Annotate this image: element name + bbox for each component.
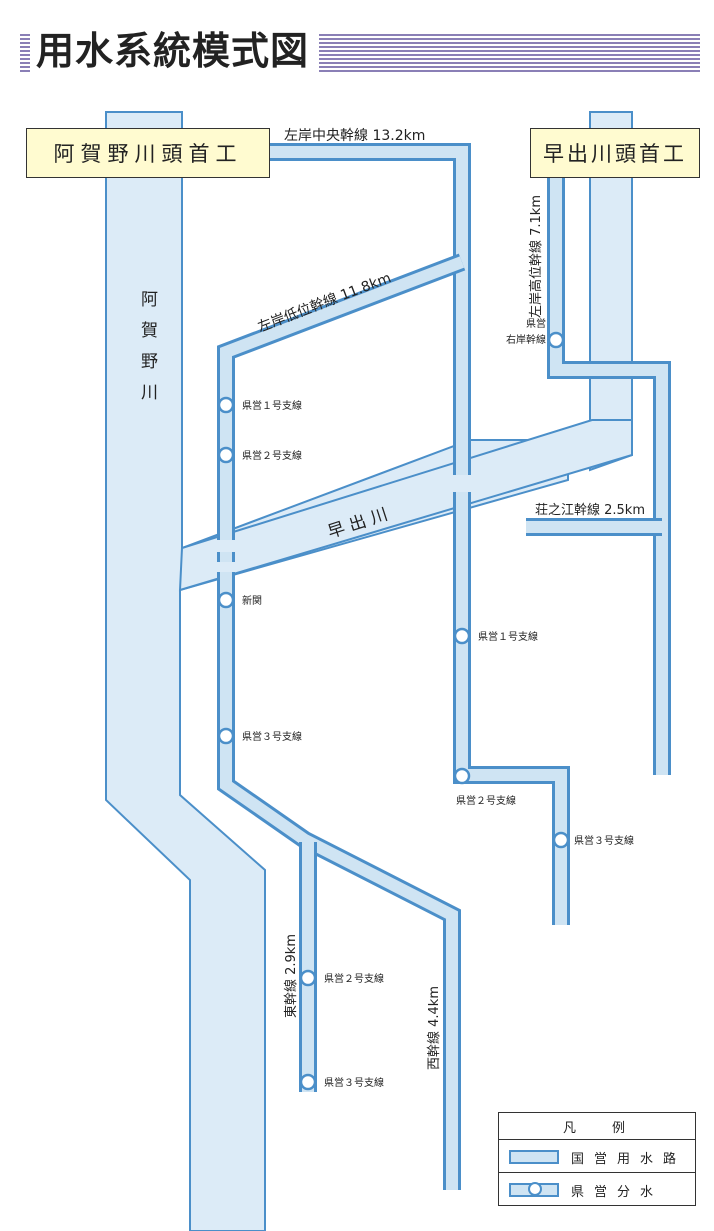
offtake-east-3-label: 県営３号支線 [324, 1076, 384, 1089]
offtake-marker-central-1 [453, 627, 471, 645]
agano-river-label: 阿賀野川 [137, 290, 158, 414]
offtake-migi-label: 県営右岸幹線 [506, 317, 546, 346]
legend-prefectural-label: 県営分水 [571, 1185, 664, 1200]
offtake-marker-migi [547, 331, 565, 349]
legend-row-national: 国営用水路 [499, 1140, 695, 1172]
hayade-river-band [178, 419, 633, 592]
offtake-low-3-label: 県営３号支線 [242, 730, 302, 743]
agano-river [105, 111, 569, 1231]
offtake-marker-low-2 [217, 446, 235, 464]
headworks-agano: 阿賀野川頭首工 [26, 128, 270, 178]
legend-national-label: 国営用水路 [571, 1152, 687, 1167]
canal-west-label: 西幹線 4.4km [426, 986, 442, 1070]
canal-shonoe-label: 荘之江幹線 2.5km [535, 502, 645, 518]
offtake-low-2-label: 県営２号支線 [242, 449, 302, 462]
national-canal-icon [509, 1150, 559, 1164]
offtake-central-1-label: 県営１号支線 [478, 630, 538, 643]
legend: 凡例 国営用水路 県営分水 [498, 1112, 696, 1206]
offtake-marker-central-3 [552, 831, 570, 849]
offtake-low-1-label: 県営１号支線 [242, 399, 302, 412]
legend-title: 凡例 [499, 1113, 695, 1140]
offtake-marker-low-1 [217, 396, 235, 414]
offtake-marker-central-2 [453, 767, 471, 785]
legend-row-prefectural: 県営分水 [499, 1172, 695, 1205]
headworks-hayade: 早出川頭首工 [530, 128, 700, 178]
offtake-central-3-label: 県営３号支線 [574, 834, 634, 847]
offtake-east-2-label: 県営２号支線 [324, 972, 384, 985]
page-title: 用水系統模式図 [30, 26, 320, 76]
offtake-marker-east-3 [299, 1073, 317, 1091]
hayade-river-upstream [589, 111, 633, 472]
offtake-marker-low-3 [217, 727, 235, 745]
offtake-marker-east-2 [299, 969, 317, 987]
offtake-central-2-label: 県営２号支線 [456, 794, 516, 807]
national-canals [217, 143, 671, 1190]
canal-left-central-label: 左岸中央幹線 13.2km [284, 127, 425, 144]
canal-left-high-label: 左岸高位幹線 7.1km [528, 195, 544, 318]
prefectural-offtake-icon [509, 1182, 559, 1197]
offtake-markers [217, 331, 570, 1091]
offtake-shinseki-label: 新関 [242, 594, 262, 607]
canal-east-label: 東幹線 2.9km [283, 934, 299, 1018]
offtake-marker-shinseki [217, 591, 235, 609]
